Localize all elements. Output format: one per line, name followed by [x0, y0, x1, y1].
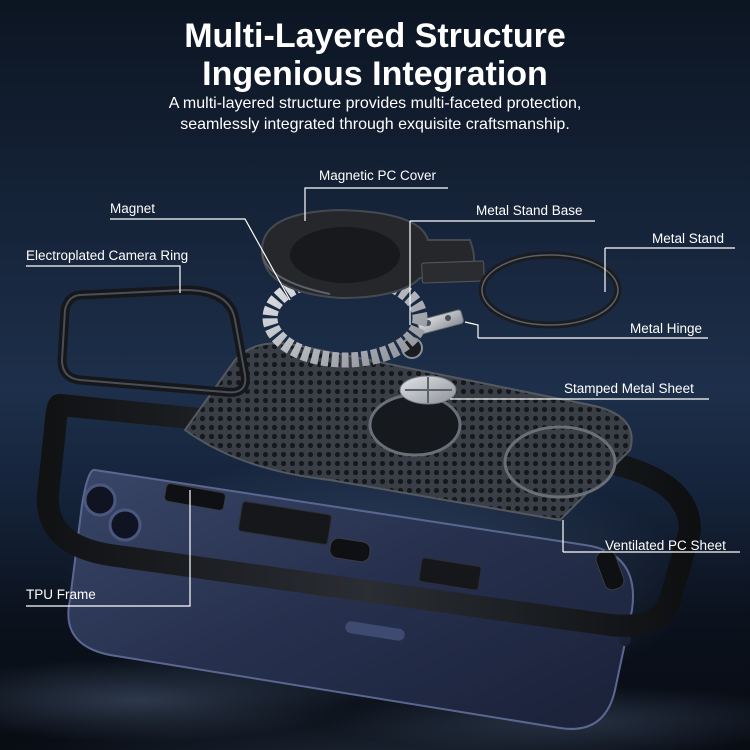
label-ventilated-pc-sheet: Ventilated PC Sheet: [605, 538, 726, 553]
metal-hinge-and-base: [401, 309, 464, 359]
electroplated-camera-ring: [57, 285, 250, 397]
label-metal-stand-base: Metal Stand Base: [476, 203, 583, 218]
subtitle-line-1: A multi-layered structure provides multi…: [168, 95, 582, 112]
magnetic-pc-cover: [260, 208, 475, 300]
label-stamped-metal-sheet: Stamped Metal Sheet: [564, 381, 694, 396]
headline-line-1: Multi-Layered Structure: [184, 17, 566, 55]
label-tpu-frame: TPU Frame: [26, 587, 96, 602]
label-electroplated-camera-ring: Electroplated Camera Ring: [26, 248, 189, 263]
label-magnet: Magnet: [110, 201, 156, 216]
leader-lines: [26, 187, 740, 607]
tpu-frame: [36, 393, 701, 637]
label-metal-stand: Metal Stand: [652, 231, 725, 246]
label-magnetic-pc-cover: Magnetic PC Cover: [319, 168, 437, 183]
metal-stand: [421, 251, 622, 329]
label-metal-hinge: Metal Hinge: [630, 321, 703, 336]
stamped-metal-sheet: [399, 375, 457, 405]
ventilated-pc-sheet: [183, 342, 633, 522]
subtitle-line-2: seamlessly integrated through exquisite …: [180, 116, 570, 133]
headline-line-2: Ingenious Integration: [202, 55, 548, 93]
